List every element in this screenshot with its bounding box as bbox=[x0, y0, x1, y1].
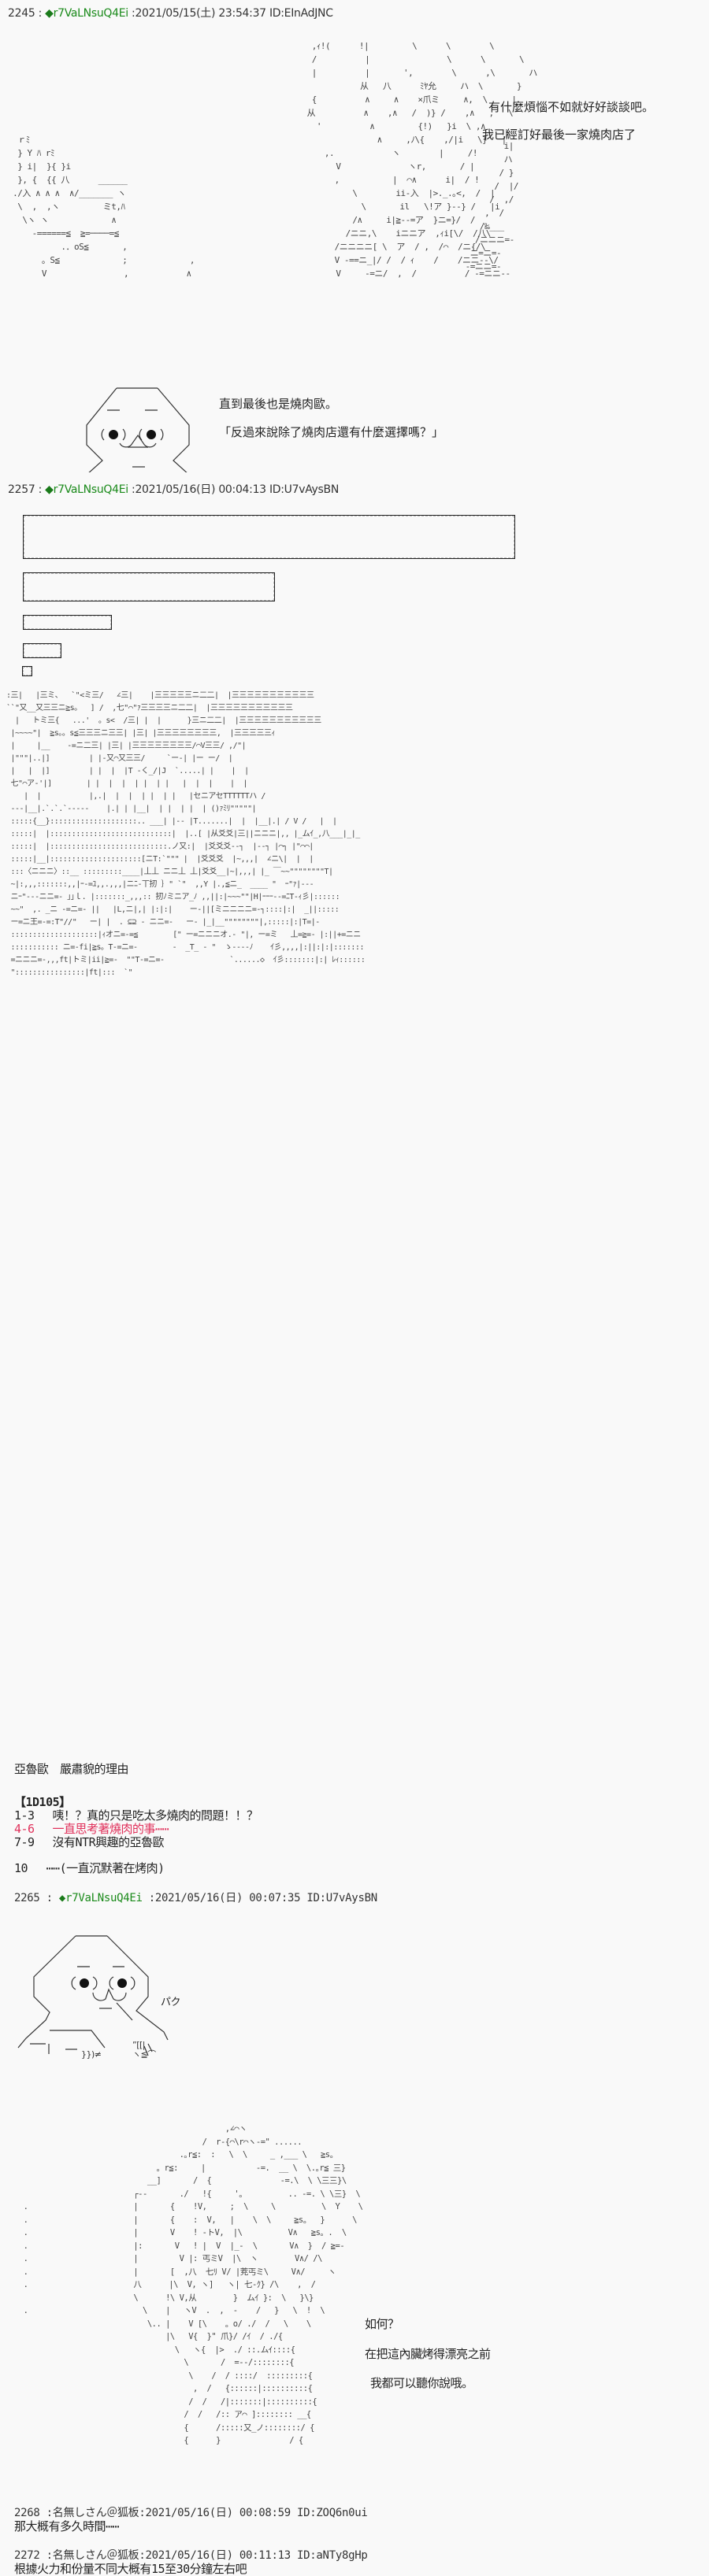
svg-text:}})≠: }})≠ bbox=[81, 2049, 102, 2060]
post-number: 2257 bbox=[8, 483, 35, 496]
dotted-box-tiny bbox=[22, 666, 32, 676]
dotted-box-small bbox=[23, 615, 112, 630]
sfx-text: パク bbox=[161, 1997, 181, 2008]
dice-option-1-3: 1-3 咦！？真的只是吃太多燒肉的問題！！？ bbox=[14, 1809, 258, 1822]
dialogue-line: 我已經訂好最後一家燒肉店了 bbox=[482, 128, 637, 142]
option-range: 1-3 bbox=[14, 1808, 35, 1823]
trip-code[interactable]: r7VaLNsuQ4Ei bbox=[53, 483, 129, 496]
post-header-2265: 2265 : ◆r7VaLNsuQ4Ei :2021/05/16(日) 00:0… bbox=[14, 1892, 377, 1904]
yaruo-eating-icon: ”[[| ヽ≦⌒ }})≠ bbox=[17, 1935, 169, 2060]
dialogue-line: 如何？ bbox=[365, 2317, 399, 2331]
option-text: 咦！？真的只是吃太多燒肉的問題！！？ bbox=[52, 1808, 259, 1823]
trip-diamond-icon: ◆ bbox=[45, 7, 54, 20]
post-header-2268: 2268 :名無しさん＠狐板:2021/05/16(日) 00:08:59 ID… bbox=[14, 2507, 368, 2519]
ascii-art-scene-1: ,ｨ!( !| \ \ \ / | \ \ \ bbox=[13, 41, 537, 279]
option-text: 沒有NTR興趣的亞魯歐 bbox=[52, 1835, 165, 1849]
ascii-art-yakiniku-shop: :三| |三ミ、 `"<ミ三/ ∠三| |三三三三三ニ二二| |三三三三三三三三… bbox=[6, 691, 491, 2576]
option-range: 10 bbox=[14, 1861, 28, 1875]
trip-diamond-icon: ◆ bbox=[58, 1892, 66, 1904]
dialogue-line: 有什麼煩惱不如就好好談談吧。 bbox=[488, 100, 655, 114]
dotted-box-large bbox=[23, 515, 515, 559]
yaruo-face-icon bbox=[86, 387, 190, 472]
post-body: 那大概有多久時間⋯⋯ bbox=[14, 2519, 120, 2533]
post-number: 2265 bbox=[14, 1892, 40, 1904]
option-text: ⋯⋯(一直沉默著在烤肉) bbox=[46, 1861, 165, 1875]
dotted-box-medium bbox=[23, 572, 275, 601]
narration-line: 直到最後也是燒肉歐。 bbox=[219, 397, 338, 411]
ascii-art-grilling: ,∠⌒ヽ / r-{⌒\r⌒ヽ-=" ...... .｡r≦: : \ \ _ … bbox=[23, 2124, 363, 2445]
post-header-2272: 2272 :名無しさん＠狐板:2021/05/16(日) 00:11:13 ID… bbox=[14, 2549, 368, 2562]
post-meta: :2021/05/16(日) 00:04:13 ID:U7vAysBN bbox=[132, 483, 339, 496]
svg-text:ヽ≦⌒: ヽ≦⌒ bbox=[132, 2049, 156, 2060]
option-range: 7-9 bbox=[14, 1835, 35, 1849]
option-range: 4-6 bbox=[14, 1822, 35, 1836]
post-meta: :2021/05/15(土) 23:54:37 ID:EInAdJNC bbox=[132, 7, 333, 20]
option-text: 一直思考著燒肉的事⋯⋯ bbox=[52, 1822, 169, 1836]
post-header-2257: 2257 : ◆r7VaLNsuQ4Ei :2021/05/16(日) 00:0… bbox=[8, 483, 339, 496]
caption: 亞魯歐 嚴肅貌的理由 bbox=[14, 1762, 129, 1776]
dice-label: 【1D105】 bbox=[14, 1795, 71, 1809]
dice-option-4-6: 4-6 一直思考著燒肉的事⋯⋯ bbox=[14, 1823, 169, 1835]
post-meta: :名無しさん＠狐板:2021/05/16(日) 00:08:59 ID:ZOQ6… bbox=[46, 2507, 368, 2519]
dice-option-7-9: 7-9 沒有NTR興趣的亞魯歐 bbox=[14, 1835, 165, 1849]
post-number: 2268 bbox=[14, 2507, 40, 2519]
trip-code[interactable]: r7VaLNsuQ4Ei bbox=[65, 1892, 143, 1904]
trip-code[interactable]: r7VaLNsuQ4Ei bbox=[53, 7, 129, 20]
post-body: 根據火力和份量不同大概有15至30分鐘左右吧 bbox=[14, 2562, 247, 2576]
dotted-box-xsmall bbox=[23, 643, 61, 658]
trip-diamond-icon: ◆ bbox=[45, 483, 54, 496]
dialogue-line: 在把這內臟烤得漂亮之前 bbox=[365, 2347, 491, 2361]
ascii-art-scene-1-right: | i| ハ / } / |/ / ,/ , / /‰___ /ニニニ=- ニ=… bbox=[465, 128, 519, 272]
post-header-2245: 2245 : ◆r7VaLNsuQ4Ei :2021/05/15(土) 23:5… bbox=[8, 7, 333, 20]
post-meta: :2021/05/16(日) 00:07:35 ID:U7vAysBN bbox=[148, 1892, 377, 1904]
post-number: 2272 bbox=[14, 2549, 40, 2562]
dialogue-line: 我都可以聽你說哦。 bbox=[370, 2376, 473, 2390]
post-meta: :名無しさん＠狐板:2021/05/16(日) 00:11:13 ID:aNTy… bbox=[46, 2549, 368, 2562]
narration-line: 「反過來說除了燒肉店還有什麼選擇嗎？」 bbox=[219, 425, 444, 439]
post-number: 2245 bbox=[8, 7, 35, 20]
dice-option-10: 10 ⋯⋯(一直沉默著在烤肉) bbox=[14, 1862, 165, 1875]
